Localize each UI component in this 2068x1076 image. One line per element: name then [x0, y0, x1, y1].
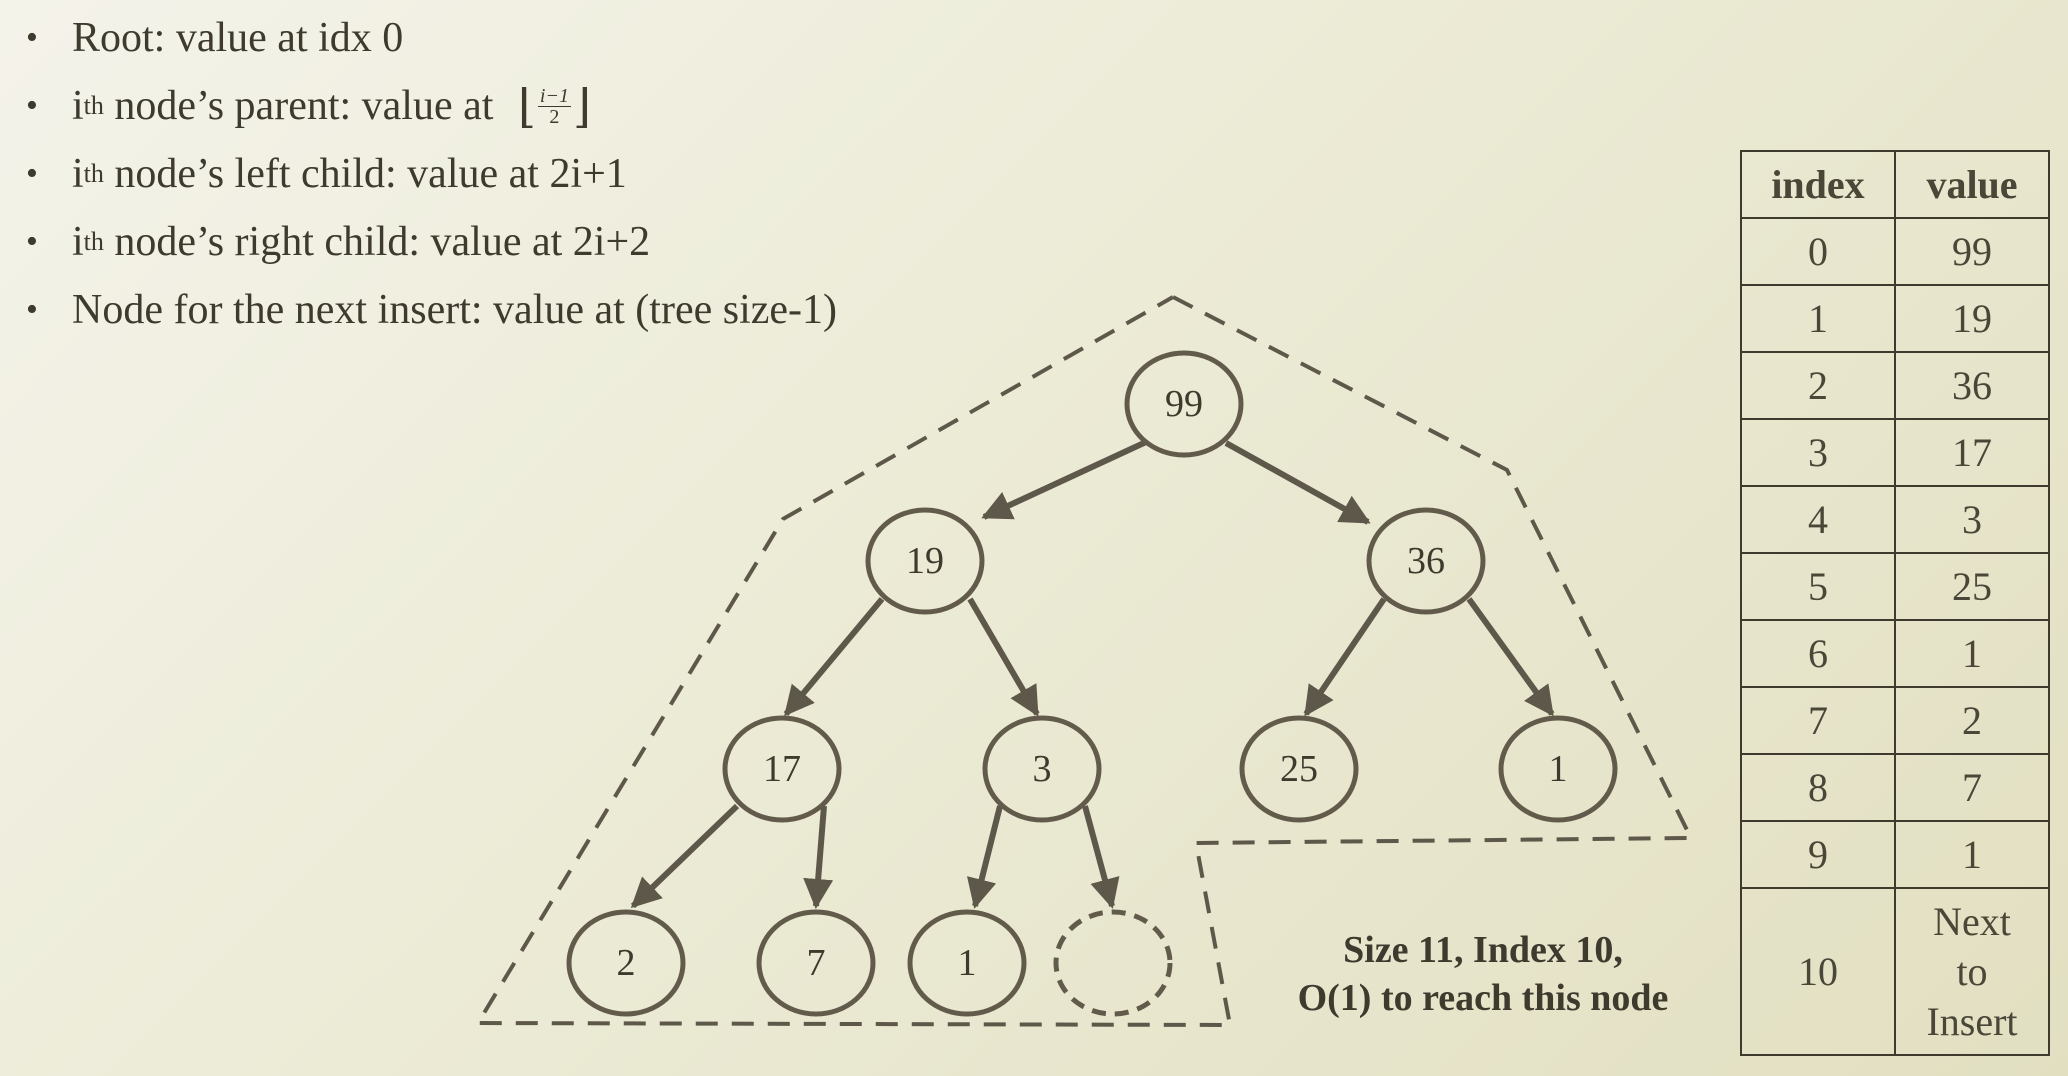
bullet-i: i	[72, 219, 84, 265]
tree-node-circle	[907, 909, 1027, 1017]
cell-value: 25	[1894, 552, 2050, 621]
caption-line-1: Size 11, Index 10,	[1343, 929, 1623, 971]
edge-99-36	[1224, 440, 1371, 525]
caption-line-2: O(1) to reach this node	[1298, 977, 1669, 1019]
bullet-text: Node for the next insert: value at (tree…	[72, 287, 838, 333]
table-header-row: index value	[1740, 150, 2050, 219]
tree-node-circle	[756, 909, 876, 1017]
next-insert-line: Next	[1933, 898, 2011, 944]
tree-node-label: 1	[958, 942, 977, 984]
bullet-dot: •	[26, 155, 38, 192]
tree-node-circle	[865, 507, 985, 615]
cell-value: 3	[1894, 485, 2050, 554]
bullet-i: i	[72, 151, 84, 197]
bullet-root: • Root: value at idx 0	[20, 4, 1100, 72]
next-insert-line: to	[1956, 948, 1988, 994]
bullet-dot: •	[26, 19, 38, 56]
cell-value: 2	[1894, 686, 2050, 755]
cell-value: 7	[1894, 753, 2050, 822]
tree-node-label: 7	[807, 942, 826, 984]
fraction-numerator: i−1	[537, 84, 571, 107]
header-index: index	[1740, 150, 1896, 219]
tree-node-label: 19	[906, 540, 944, 582]
fraction-denominator: 2	[549, 105, 560, 128]
tree-node-circle	[982, 715, 1102, 823]
bullet-text: node’s right child: value at 2i+2	[103, 219, 651, 265]
edge-17-2	[630, 803, 740, 909]
cell-value: 17	[1894, 418, 2050, 487]
tree-node-label: 3	[1033, 748, 1052, 790]
cell-value: 19	[1894, 284, 2050, 353]
tree-node-circle	[1498, 715, 1618, 823]
bullet-text: node’s left child: value at 2i+1	[103, 151, 627, 197]
cell-index: 2	[1740, 351, 1896, 420]
tree-node-label: 36	[1407, 540, 1445, 582]
tree-node-circle	[1366, 507, 1486, 615]
cell-index: 6	[1740, 619, 1896, 688]
cell-index: 8	[1740, 753, 1896, 822]
cell-next-insert: Next to Insert	[1894, 887, 2050, 1056]
table-row-next-insert: 10 Next to Insert	[1740, 887, 2050, 1056]
bullet-next-insert: • Node for the next insert: value at (tr…	[20, 276, 1100, 344]
bullet-i: i	[72, 83, 84, 129]
cell-index: 3	[1740, 418, 1896, 487]
edge-3-empty	[1082, 805, 1120, 909]
tree-node-label: 1	[1549, 748, 1568, 790]
tree-node-circle	[1124, 350, 1244, 458]
cell-index: 1	[1740, 284, 1896, 353]
edge-19-3	[967, 597, 1040, 717]
bullet-dot: •	[26, 291, 38, 328]
edge-17-7	[803, 805, 834, 909]
bullet-text: Root: value at idx 0	[72, 15, 404, 61]
edge-19-17	[783, 597, 885, 717]
tree-node-circle	[566, 909, 686, 1017]
edge-99-19	[981, 439, 1148, 520]
edge-36-25	[1303, 597, 1387, 717]
cell-index: 7	[1740, 686, 1896, 755]
cell-index: 9	[1740, 820, 1896, 889]
tree-node-circle	[1239, 715, 1359, 823]
cell-value: 36	[1894, 351, 2050, 420]
tree-node-label: 99	[1165, 383, 1203, 425]
header-value: value	[1894, 150, 2050, 219]
dashed-region-outline	[474, 295, 1695, 1028]
cell-value: 1	[1894, 619, 2050, 688]
cell-index: 0	[1740, 217, 1896, 286]
cell-value: 99	[1894, 217, 2050, 286]
bullet-dot: •	[26, 87, 38, 124]
bullet-dot: •	[26, 223, 38, 260]
cell-index: 10	[1740, 887, 1896, 1056]
edge-36-1	[1466, 597, 1555, 717]
cell-value: 1	[1894, 820, 2050, 889]
tree-node-label: 17	[763, 748, 801, 790]
next-insert-line: Insert	[1926, 998, 2018, 1044]
bullet-text: node’s parent: value at	[103, 83, 504, 129]
empty-insert-node	[1053, 909, 1173, 1017]
tree-node-label: 2	[617, 942, 636, 984]
cell-index: 4	[1740, 485, 1896, 554]
tree-node-label: 25	[1280, 748, 1318, 790]
edge-3-1	[966, 805, 1003, 909]
tree-node-circle	[722, 715, 842, 823]
cell-index: 5	[1740, 552, 1896, 621]
